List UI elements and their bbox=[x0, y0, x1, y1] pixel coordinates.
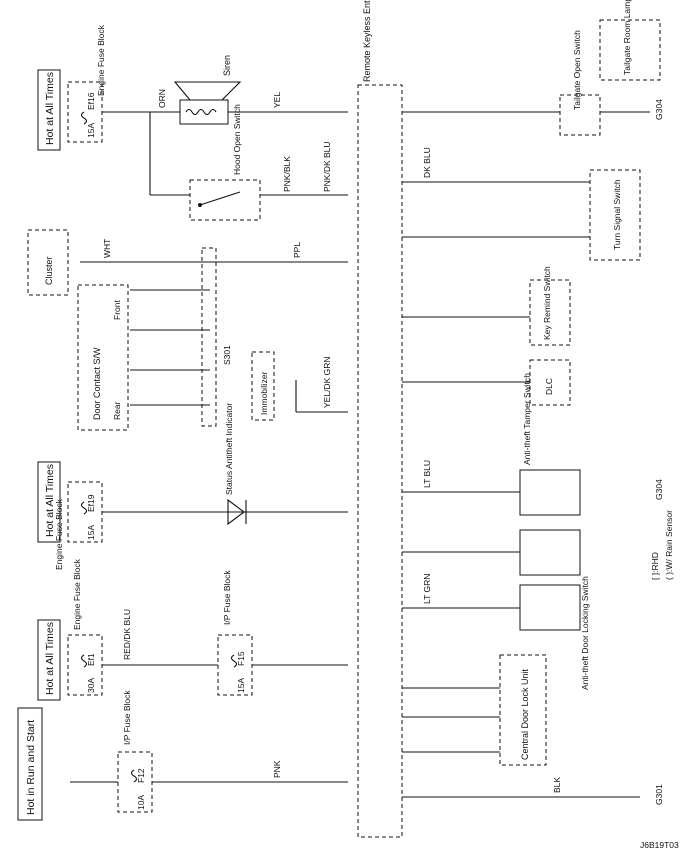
wire-labels: ORN YEL PNK/BLK PNK/DK BLU WHT PPL YEL/D… bbox=[102, 89, 562, 793]
door-contact-switch: Door Contact S/W Front Rear S301 bbox=[77, 247, 232, 431]
siren: Siren bbox=[173, 55, 242, 125]
fuse-block-label: Engine Fuse Block bbox=[72, 558, 82, 630]
legend-rain: ( ):W/ Rain Sensor bbox=[664, 510, 674, 580]
fuse-block-label: Engine Fuse Block bbox=[96, 24, 106, 96]
fuse-amp: 15A bbox=[86, 525, 96, 540]
power-label-ef16: Hot at All Times bbox=[37, 69, 61, 151]
diagram-id: J6B19T03 bbox=[640, 840, 679, 850]
turn-signal-switch: Turn Signal Switch bbox=[589, 169, 641, 261]
power-label-text: Hot at All Times bbox=[44, 464, 56, 537]
wire-label: DK BLU bbox=[422, 147, 432, 178]
key-remind-switch: Key Remind Switch bbox=[529, 266, 571, 346]
fuse-block-label: I/P Fuse Block bbox=[122, 690, 132, 745]
cdlu-label: Central Door Lock Unit bbox=[520, 668, 530, 760]
grounds: G304 G304 G301 bbox=[654, 99, 664, 805]
fuse-id: Ef1 bbox=[86, 653, 96, 666]
status-indicator: Status Antitheft Indicator bbox=[224, 403, 247, 526]
tailgate-room-lamp: Tailgate Room Lamp bbox=[599, 0, 661, 81]
fuse-block-label: I/P Fuse Block bbox=[222, 570, 232, 625]
cluster: Cluster bbox=[27, 229, 69, 296]
key-remind-label: Key Remind Switch bbox=[542, 266, 552, 340]
door-locking-switch: Anti-theft Door Locking Switch bbox=[519, 529, 590, 690]
legend: [ ]:RHD ( ):W/ Rain Sensor bbox=[650, 510, 674, 580]
door-contact-label: Door Contact S/W bbox=[92, 347, 102, 420]
wire-label: YEL bbox=[272, 92, 282, 108]
power-label-text: Hot at All Times bbox=[44, 72, 56, 145]
hood-open-switch: Hood Open Switch bbox=[189, 104, 261, 221]
immobilizer-label: Immobilizer bbox=[259, 371, 269, 415]
door-rear-label: Rear bbox=[112, 401, 122, 420]
tamper-label: Anti-theft Tamper Switch bbox=[522, 373, 532, 465]
dlc: DLC bbox=[529, 359, 571, 406]
wire-label: PNK/DK BLU bbox=[322, 141, 332, 192]
wire-label: BLK bbox=[552, 777, 562, 793]
module-label: Remote Keyless Entry Control Module/ Rec… bbox=[362, 0, 372, 82]
fuse-id: F15 bbox=[236, 651, 246, 666]
legend-rhd: [ ]:RHD bbox=[650, 552, 660, 580]
fuse-id: F12 bbox=[136, 768, 146, 783]
fuse-amp: 15A bbox=[86, 123, 96, 138]
wire-label: LT GRN bbox=[422, 574, 432, 604]
central-door-lock-unit: Central Door Lock Unit bbox=[499, 654, 547, 766]
wire-label: PNK/BLK bbox=[282, 156, 292, 192]
wire-label: ORN bbox=[157, 89, 167, 108]
rke-module: Remote Keyless Entry Control Module/ Rec… bbox=[357, 0, 403, 838]
power-label-text: Hot in Run and Start bbox=[25, 720, 37, 815]
fuse-amp: 30A bbox=[86, 678, 96, 693]
s301-label: S301 bbox=[222, 345, 232, 365]
siren-label: Siren bbox=[222, 55, 232, 76]
hood-switch-label: Hood Open Switch bbox=[232, 104, 242, 175]
wires-right bbox=[402, 111, 650, 798]
power-label-ef19: Hot at All Times bbox=[37, 461, 61, 543]
dlc-label: DLC bbox=[544, 378, 554, 395]
door-front-label: Front bbox=[112, 300, 122, 320]
tamper-switch: Anti-theft Tamper Switch bbox=[519, 373, 581, 516]
wire-label: LT BLU bbox=[422, 460, 432, 488]
wire-label: PNK bbox=[272, 760, 282, 778]
fuse-amp: 10A bbox=[136, 795, 146, 810]
fuse-amp: 15A bbox=[236, 678, 246, 693]
ground-label: G304 bbox=[654, 99, 664, 120]
door-lock-label: Anti-theft Door Locking Switch bbox=[580, 576, 590, 690]
power-label-f12: Hot in Run and Start bbox=[17, 707, 43, 821]
tailgate-switch-label: Tailgate Open Switch bbox=[572, 30, 582, 110]
wire-label: YEL/DK GRN bbox=[322, 357, 332, 409]
wire-label: WHT bbox=[102, 239, 112, 258]
wire-label: PPL bbox=[292, 242, 302, 258]
lamp-label: Tailgate Room Lamp bbox=[622, 0, 632, 75]
fuse-id: Ef19 bbox=[86, 494, 96, 512]
wire-label: RED/DK BLU bbox=[122, 609, 132, 660]
ground-label: G301 bbox=[654, 784, 664, 805]
power-label-ef1: Hot at All Times bbox=[37, 619, 61, 701]
tailgate-open-switch: Tailgate Open Switch bbox=[559, 30, 601, 136]
indicator-label: Status Antitheft Indicator bbox=[224, 403, 234, 495]
ground-label: G304 bbox=[654, 479, 664, 500]
fuse-block-label: Engine Fuse Block bbox=[54, 498, 64, 570]
cluster-label: Cluster bbox=[44, 256, 54, 285]
fuse-id: Ef16 bbox=[86, 92, 96, 110]
immobilizer: Immobilizer bbox=[251, 351, 275, 421]
power-label-text: Hot at All Times bbox=[44, 622, 56, 695]
turn-signal-label: Turn Signal Switch bbox=[612, 179, 622, 250]
